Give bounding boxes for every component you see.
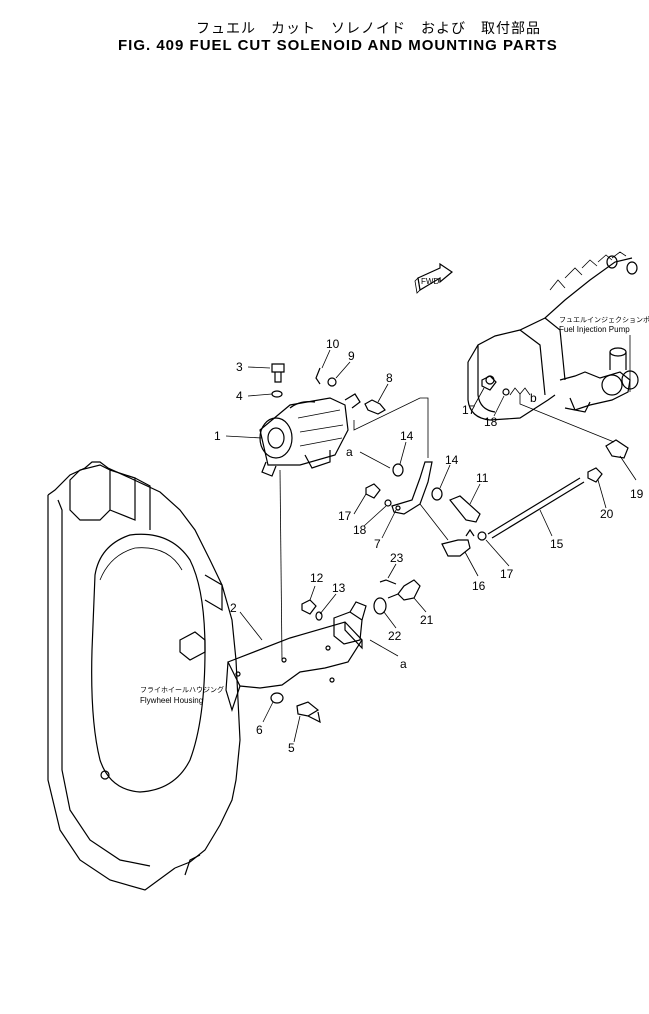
callout-7: 7 [374,537,381,551]
callout-12: 12 [310,571,324,585]
pin-23 [379,579,397,585]
nut-17c [481,375,497,391]
pump-label-jp: フュエルインジェクションポンプ [559,316,649,324]
spacer-22 [373,597,387,615]
bolt-8 [364,399,386,415]
callout-10: 10 [326,337,340,351]
fwd-label: FWD [421,277,439,286]
mounting-bracket [225,621,363,712]
ref-a1: a [346,445,353,459]
leader-lines [225,349,637,743]
callout-13: 13 [332,581,346,595]
ref-a2: a [400,657,407,671]
washer-14b [431,487,443,501]
figure-title: FIG. 409 FUEL CUT SOLENOID AND MOUNTING … [118,37,558,54]
housing-label-en: Flywheel Housing [140,696,203,705]
washer-4 [271,390,283,398]
callout-19: 19 [630,487,644,501]
callout-17c: 17 [462,403,476,417]
callout-3: 3 [236,360,243,374]
washer-6 [270,692,284,704]
callout-14b: 14 [445,453,459,467]
callout-numbers: 1 2 3 4 5 6 7 8 9 10 11 12 13 14 14 15 1… [214,337,644,755]
callout-21: 21 [420,613,434,627]
nut-9 [327,377,337,387]
flywheel-housing: フライホイールハウジング Flywheel Housing [47,461,241,891]
callout-14a: 14 [400,429,414,443]
callout-18b: 18 [484,415,498,429]
callout-6: 6 [256,723,263,737]
lever-7 [391,461,433,515]
switch-block [333,601,367,645]
fuel-injection-pump: フュエルインジェクションポンプ Fuel Injection Pump [467,251,649,421]
fuel-cut-solenoid [259,393,361,477]
callout-23: 23 [390,551,404,565]
bolt-5 [296,701,321,724]
callout-16: 16 [472,579,486,593]
callout-18a: 18 [353,523,367,537]
callout-4: 4 [236,389,243,403]
rod-15 [487,477,585,539]
bolt-11 [449,495,481,523]
pump-label-en: Fuel Injection Pump [559,325,630,334]
callout-22: 22 [388,629,402,643]
ball-joint-19 [605,439,629,459]
callout-20: 20 [600,507,614,521]
title-japanese: フュエル カット ソレノイド および 取付部品 [196,21,541,37]
ball-joint-16 [441,528,475,557]
nut-17a [365,483,381,499]
nut-20 [587,467,603,483]
callout-8: 8 [386,371,393,385]
bolt-21 [387,579,421,601]
callout-9: 9 [348,349,355,363]
nut-12 [301,599,317,615]
ref-b: b [530,391,537,405]
washer-18a [384,499,392,507]
washer-18b [502,388,510,396]
callout-17b: 17 [500,567,514,581]
callout-1: 1 [214,429,221,443]
callout-2: 2 [230,601,237,615]
callout-15: 15 [550,537,564,551]
nut-17b [477,531,487,541]
housing-label-jp: フライホイールハウジング [140,685,224,694]
fwd-arrow-icon: FWD [414,262,454,294]
washer-14a [392,463,404,477]
bolt-3 [271,363,285,383]
callout-11: 11 [476,471,489,485]
callout-17a: 17 [338,509,352,523]
washer-13 [315,611,323,621]
pin-10 [315,367,321,385]
callout-5: 5 [288,741,295,755]
